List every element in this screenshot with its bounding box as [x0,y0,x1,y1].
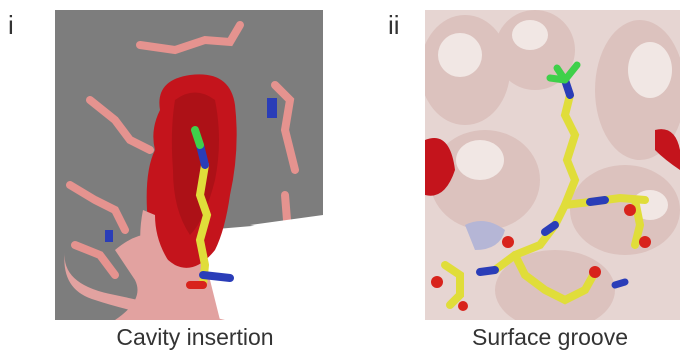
panel-label-i: i [8,10,14,41]
panel-label-ii: ii [388,10,400,41]
surface-groove-figure [425,10,680,320]
cavity-insertion-image [55,10,323,320]
caption-surface-groove: Surface groove [410,324,684,351]
cavity-insertion-figure [55,10,323,320]
caption-cavity-insertion: Cavity insertion [55,324,335,351]
surface-groove-image [425,10,680,320]
ligand-sticks [200,165,207,285]
